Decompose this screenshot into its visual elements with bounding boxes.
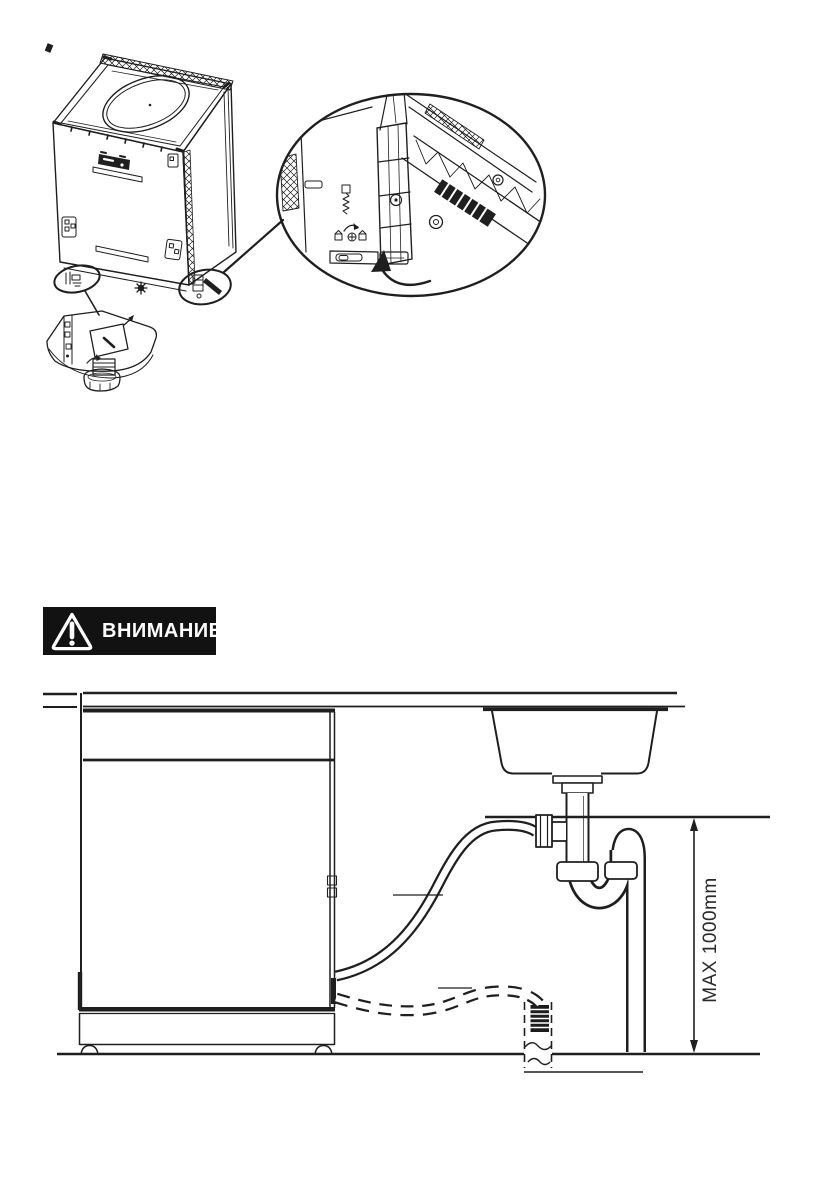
roller-wheel bbox=[428, 214, 444, 230]
rear-handle bbox=[98, 151, 130, 170]
rear-foot bbox=[314, 1044, 333, 1055]
trap-nut-right bbox=[604, 861, 638, 880]
warning-triangle-exclamation-icon bbox=[51, 612, 93, 651]
panel-corner-hatched bbox=[279, 153, 300, 212]
countertop bbox=[43, 691, 685, 708]
side-rail-hatched bbox=[183, 149, 196, 286]
hose-tee-nut bbox=[535, 814, 553, 848]
mounting-strip-hatched bbox=[99, 53, 234, 91]
left-foot-callout-ellipse bbox=[53, 264, 101, 294]
back-panel bbox=[52, 122, 190, 286]
fastener-icons bbox=[334, 230, 367, 242]
floor-drain-standpipe bbox=[523, 1002, 643, 1073]
screw-icon bbox=[134, 281, 148, 295]
screw-symbol-icon bbox=[341, 184, 351, 215]
rear-leg-bracket bbox=[376, 95, 413, 266]
callout-leader-right bbox=[222, 218, 285, 274]
trap-nut-left bbox=[556, 861, 599, 882]
dishwasher-side-view bbox=[77, 693, 338, 1055]
rotation-arrow bbox=[379, 266, 432, 286]
top-coil-circle bbox=[102, 75, 190, 133]
threaded-roller bbox=[434, 179, 496, 227]
sink-drain-flange bbox=[552, 775, 603, 784]
installation-diagram: MAX 1000mm bbox=[43, 691, 770, 1073]
warning-banner: ВНИМАНИЕ bbox=[43, 607, 222, 655]
dimension-arrow bbox=[690, 818, 698, 1053]
kitchen-sink-basin bbox=[483, 707, 668, 794]
dimension-label: MAX 1000mm bbox=[700, 877, 721, 1002]
drain-hose-alternative-dashed-route bbox=[334, 985, 545, 1017]
callout-leader-left bbox=[84, 290, 100, 316]
dishwasher-rear-isometric-view bbox=[44, 43, 285, 316]
p-trap-siphon bbox=[535, 793, 646, 1052]
warning-label: ВНИМАНИЕ bbox=[102, 619, 223, 642]
front-foot-adjustment-detail bbox=[46, 310, 158, 392]
rear-foot-callout-ellipse bbox=[178, 268, 232, 306]
magnified-rear-foot-detail-ellipse bbox=[275, 92, 547, 298]
front-foot bbox=[80, 1044, 99, 1055]
serrated-band bbox=[424, 103, 485, 150]
drain-hose-solid-route bbox=[334, 819, 540, 982]
